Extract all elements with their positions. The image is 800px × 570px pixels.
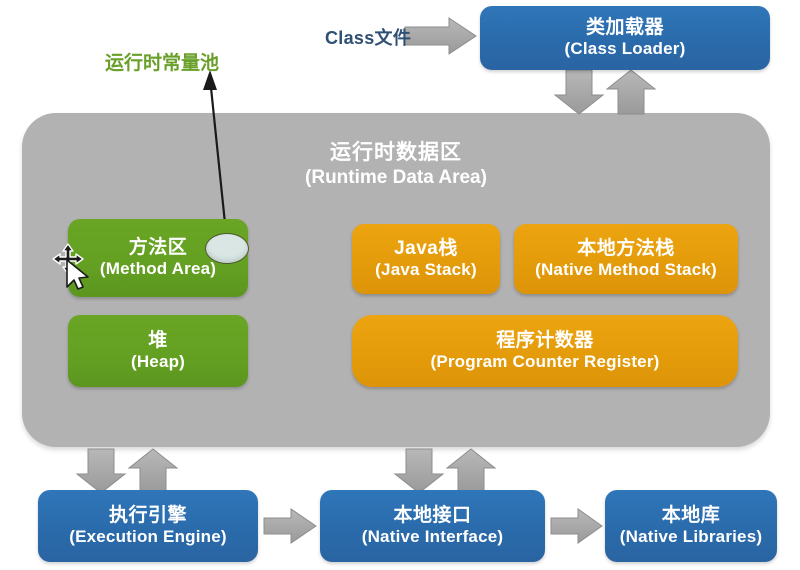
- runtime-constant-pool-label: 运行时常量池: [105, 53, 220, 74]
- native-libraries-box[interactable]: 本地库 (Native Libraries): [605, 490, 777, 562]
- heap-label-cn: 堆: [148, 329, 168, 351]
- runtime-data-area-title-cn: 运行时数据区: [330, 141, 462, 164]
- native-libraries-label-en: (Native Libraries): [619, 527, 763, 547]
- class-loader-box[interactable]: 类加载器 (Class Loader): [480, 6, 770, 70]
- heap-box[interactable]: 堆 (Heap): [68, 315, 248, 387]
- method-area-label-cn: 方法区: [128, 236, 188, 258]
- runtime-data-area-title-en: (Runtime Data Area): [305, 166, 487, 188]
- method-area-label-en: (Method Area): [99, 259, 217, 279]
- program-counter-label-en: (Program Counter Register): [430, 352, 660, 372]
- arrow-rda-to-native-interface-down: [393, 448, 445, 494]
- runtime-data-area-title: 运行时数据区 (Runtime Data Area): [22, 140, 770, 189]
- program-counter-register-box[interactable]: 程序计数器 (Program Counter Register): [352, 315, 738, 387]
- arrow-rda-to-execution-engine-down: [75, 448, 127, 494]
- native-interface-label-cn: 本地接口: [393, 504, 472, 526]
- move-cursor-icon: [52, 243, 89, 290]
- arrow-execution-engine-to-native-interface: [263, 508, 317, 544]
- execution-engine-box[interactable]: 执行引擎 (Execution Engine): [38, 490, 258, 562]
- arrow-execution-engine-to-rda-up: [127, 448, 179, 494]
- native-method-stack-label-cn: 本地方法栈: [577, 237, 675, 259]
- native-method-stack-box[interactable]: 本地方法栈 (Native Method Stack): [514, 224, 738, 294]
- native-libraries-label-cn: 本地库: [661, 504, 721, 526]
- class-loader-label-cn: 类加载器: [585, 16, 664, 38]
- native-interface-box[interactable]: 本地接口 (Native Interface): [320, 490, 545, 562]
- java-stack-box[interactable]: Java栈 (Java Stack): [352, 224, 500, 294]
- arrow-native-interface-to-rda-up: [445, 448, 497, 494]
- class-loader-label-en: (Class Loader): [564, 39, 686, 59]
- heap-label-en: (Heap): [130, 352, 186, 372]
- ellipse-marker-icon: [205, 233, 249, 264]
- program-counter-label-cn: 程序计数器: [496, 329, 594, 351]
- java-stack-label-en: (Java Stack): [375, 260, 477, 280]
- execution-engine-label-cn: 执行引擎: [108, 504, 187, 526]
- execution-engine-label-en: (Execution Engine): [69, 527, 227, 547]
- arrow-native-interface-to-native-libraries: [550, 508, 603, 544]
- native-method-stack-label-en: (Native Method Stack): [535, 260, 717, 280]
- class-file-label: Class文件: [325, 28, 412, 48]
- java-stack-label-cn: Java栈: [394, 237, 458, 259]
- arrow-classfile-to-classloader: [404, 17, 477, 55]
- native-interface-label-en: (Native Interface): [361, 527, 504, 547]
- arrow-rda-to-classloader-up: [605, 69, 657, 115]
- arrow-classloader-to-rda-down: [553, 69, 605, 115]
